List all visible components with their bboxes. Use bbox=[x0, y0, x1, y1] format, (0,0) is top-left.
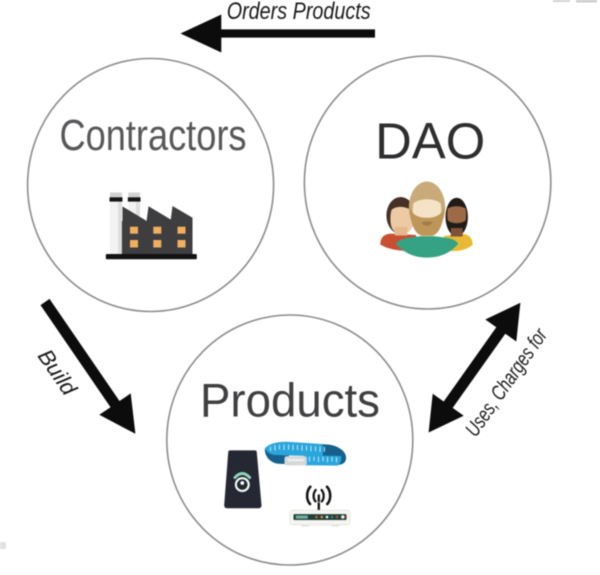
svg-text:Products: Products bbox=[200, 375, 380, 428]
svg-text:Uses, Charges for: Uses, Charges for bbox=[461, 324, 553, 441]
svg-text:Contractors: Contractors bbox=[60, 112, 247, 160]
svg-text:DAO: DAO bbox=[375, 113, 485, 170]
svg-text:Orders Products: Orders Products bbox=[227, 0, 371, 25]
